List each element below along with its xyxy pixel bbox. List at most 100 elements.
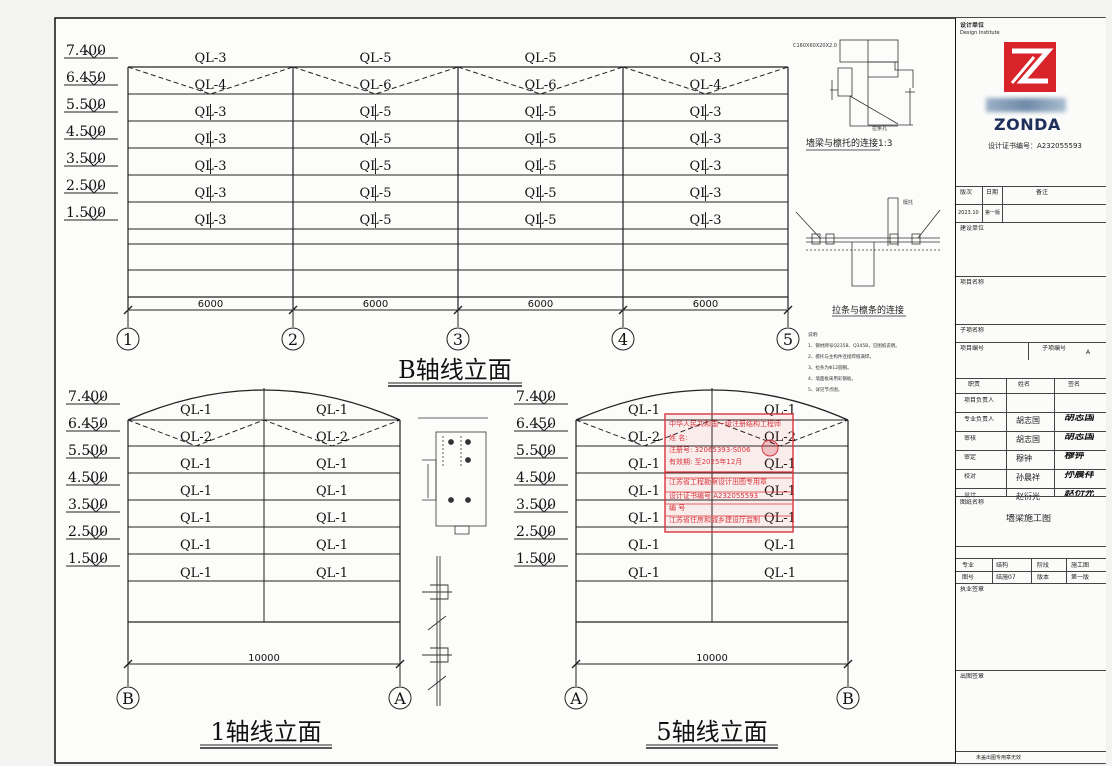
axis5-elevation-label: 4.500 [516, 470, 556, 486]
axis5-girt-label-right: QL-1 [764, 484, 796, 499]
axis5-elevation-label: 2.500 [516, 524, 556, 540]
b-girt-label: QL-6 [360, 78, 392, 93]
detail-bracket-plate [418, 417, 488, 535]
detail-girt-bracket: C160X60X20X2.0 拉条孔 [793, 39, 915, 132]
info-key: 专业 [962, 562, 975, 569]
axis5-elevation-label: 5.500 [516, 443, 556, 459]
b-span-dimension: 6000 [363, 299, 388, 310]
sub-no-label: 子项编号 [1042, 345, 1067, 352]
axis5-girt-label-right: QL-1 [764, 457, 796, 472]
axis1-title: 1轴线立面 [210, 718, 321, 746]
axis1-elevation-label: 6.450 [68, 416, 108, 432]
b-elevation-symbol [85, 211, 103, 221]
sheet-title: 墙梁施工图 [1006, 514, 1052, 524]
drawing-border [54, 17, 1106, 764]
axis1-elevation-label: 3.500 [68, 497, 108, 513]
axis5-elevation-symbol [535, 530, 553, 540]
axis1-girt-label-left: QL-1 [180, 538, 212, 553]
axis1-girt-label-right: QL-1 [316, 538, 348, 553]
axis5-girt-label-left: QL-1 [628, 457, 660, 472]
axis5-girt-label-left: QL-1 [628, 538, 660, 553]
b-elevation-label: 2.500 [66, 178, 106, 194]
role-header: 签名 [1068, 381, 1081, 388]
svg-text:檩托: 檩托 [903, 199, 913, 206]
b-girt-label: QL-3 [690, 51, 722, 66]
b-span-dimension: 6000 [693, 299, 718, 310]
axis1-elevation-label: 7.400 [68, 389, 108, 405]
detail-tie-rod: 檩托 [795, 197, 941, 287]
axis5-elevation-label: 1.500 [516, 551, 556, 567]
axis1-elevation-label: 1.500 [68, 551, 108, 567]
role-signature: 胡志国 [1064, 433, 1094, 441]
note-line: 5、详见节点图。 [808, 386, 842, 393]
seal-label: 出图签章 [960, 673, 985, 680]
stamp-line: 中华人民共和国一级注册结构工程师 [669, 419, 781, 428]
axis5-girt-label-left: QL-1 [628, 403, 660, 418]
b-elevation-label: 3.500 [66, 151, 106, 167]
role-title: 专业负责人 [964, 416, 995, 423]
axis5-axis-label: B [842, 689, 854, 708]
axis1-girt-label-right: QL-1 [316, 484, 348, 499]
axis1-elevation-label: 5.500 [68, 443, 108, 459]
design-institute-en: Design Institute [960, 30, 1000, 36]
b-elevation-symbol [85, 49, 103, 59]
axis5-girt-label-right: QL-2 [764, 430, 796, 445]
b-axis-label: 4 [618, 330, 628, 349]
axis5-elevation-label: 7.400 [516, 389, 556, 405]
b-axis-title: B轴线立面 [398, 356, 512, 384]
b-axis-label: 5 [783, 330, 793, 349]
b-girt-label: QL-5 [525, 51, 557, 66]
b-span-dimension: 6000 [528, 299, 553, 310]
axis1-girt-label-left: QL-1 [180, 484, 212, 499]
role-header: 姓名 [1018, 381, 1031, 388]
info-value: 施工图 [1071, 562, 1090, 569]
project-no-label: 项目编号 [960, 345, 985, 352]
role-title: 审核 [964, 435, 977, 442]
role-name: 胡志国 [1016, 435, 1040, 444]
axis1-axis-label: A [393, 689, 406, 708]
note-line: 3、拉条为Φ12圆钢。 [808, 364, 852, 371]
axis1-girt-label-right: QL-1 [316, 511, 348, 526]
axis5-girt-label-left: QL-1 [628, 484, 660, 499]
b-elevation-label: 4.500 [66, 124, 106, 140]
b-elevation-symbol [85, 76, 103, 86]
design-institute-label: 设计单位 [960, 22, 985, 29]
role-signature: 孙晨祥 [1064, 471, 1094, 479]
role-title: 设计 [964, 492, 977, 499]
role-signature: 胡志国 [1064, 414, 1094, 422]
axis1-elevation-symbol [87, 557, 105, 567]
stamp-line: 设计证书编号 A232055593 [669, 491, 758, 500]
axis5-axis-bubble [836, 686, 860, 710]
detail-mid-caption: 拉条与檩条的连接 [832, 304, 904, 316]
stamp-line: 江苏省住房和城乡建设厅监制 [669, 515, 760, 524]
design-notes: 说明:1、钢材牌号Q235B、Q345B，见图纸说明。2、檩托与主构件连接焊缝满… [808, 331, 900, 393]
b-elevation-label: 5.500 [66, 97, 106, 113]
svg-text:拉条孔: 拉条孔 [872, 125, 887, 132]
b-elevation-label: 6.450 [66, 70, 106, 86]
stamp-line: 江苏省工程勘察设计出图专用章 [669, 477, 767, 486]
axis1-axis-bubble [388, 686, 412, 710]
zonda-logo-icon [1004, 42, 1056, 92]
axis5-girt-label-right: QL-1 [764, 538, 796, 553]
axis1-elevation-symbol [87, 449, 105, 459]
axis5-girt-label-left: QL-1 [628, 566, 660, 581]
axis5-girt-label-right: QL-1 [764, 511, 796, 526]
stamp-line: 姓 名: [669, 433, 688, 442]
axis-1-elevation: 7.4006.4505.5004.5003.5002.5001.500QL-1Q… [66, 388, 412, 749]
axis1-girt-label-right: QL-1 [316, 566, 348, 581]
client-label: 建设单位 [960, 225, 985, 232]
role-name: 胡志国 [1016, 416, 1040, 425]
reg-stamp-label: 执业签章 [960, 586, 985, 593]
axis1-girt-label-right: QL-2 [316, 430, 348, 445]
detail-vertical-tie [422, 556, 452, 706]
b-elevation-label: 7.400 [66, 43, 106, 59]
note-line: 说明: [808, 331, 819, 338]
title-block: 设计单位 Design Institute ZONDA 设计证书编号：A2320… [955, 18, 1106, 763]
role-title: 校对 [964, 473, 977, 480]
axis5-elevation-symbol [535, 395, 553, 405]
role-name: 孙晨祥 [1016, 473, 1040, 482]
axis5-elevation-symbol [535, 503, 553, 513]
axis1-girt-label-right: QL-1 [316, 403, 348, 418]
detail-top-caption: 墙梁与檩托的连接1:3 [806, 137, 893, 149]
